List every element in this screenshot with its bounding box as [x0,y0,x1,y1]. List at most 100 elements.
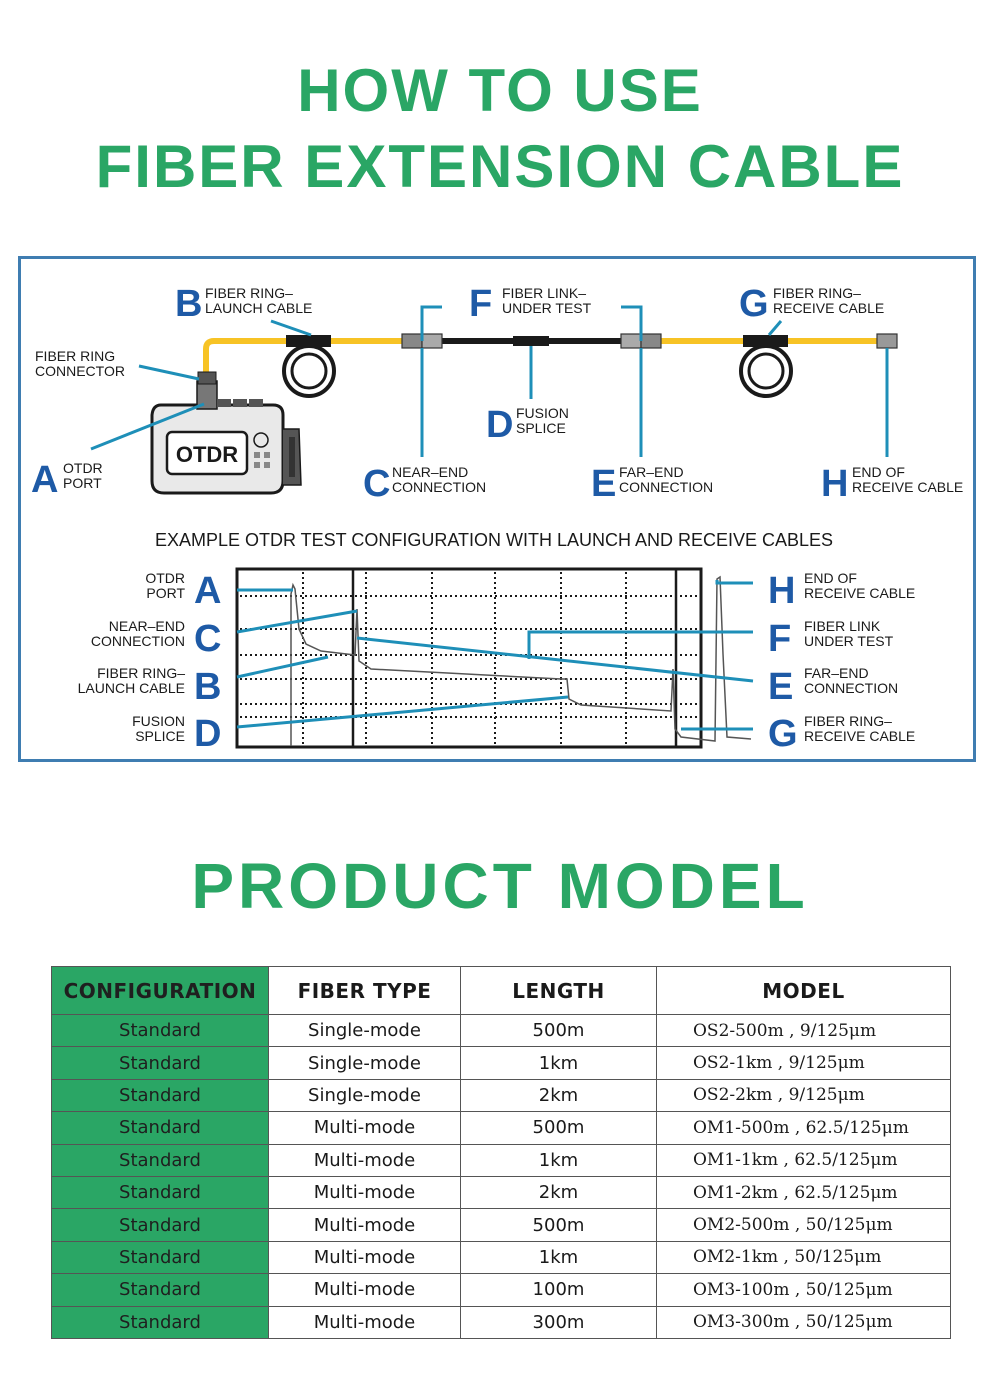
cell-fiber-type: Multi-mode [268,1143,461,1177]
title-line-1: HOW TO USE [297,57,703,124]
trace-a-letter: A [194,570,221,612]
cell-fiber-type: Single-mode [268,1078,461,1113]
cell-configuration: Standard [51,1013,269,1048]
receive-fiber-ring [739,335,793,398]
leader-lines [90,305,889,457]
trace-f-line-1: FIBER LINK [804,618,881,634]
label-c-line-2: CONNECTION [392,479,486,495]
cell-configuration: Standard [51,1111,269,1145]
header-model: MODEL [656,966,951,1015]
trace-g-line-2: RECEIVE CABLE [804,728,915,744]
header-length: LENGTH [460,966,657,1015]
label-g-letter: G [739,283,769,325]
otdr-diagram: OTDR FIBER RING CONNECTOR A [18,256,976,762]
fiber-ring-connector-label-2: CONNECTOR [35,363,125,379]
label-a-line-1: OTDR [63,460,103,476]
trace-c-line-1: NEAR–END [109,618,185,634]
label-e-line-1: FAR–END [619,464,684,480]
label-h-letter: H [821,463,848,505]
label-h-line-1: END OF [852,464,905,480]
cell-configuration: Standard [51,1143,269,1177]
trace-d-letter: D [194,713,221,755]
cell-configuration: Standard [51,1046,269,1080]
cell-model: OM1-500m , 62.5/125μm [656,1111,951,1145]
cell-fiber-type: Multi-mode [268,1273,461,1307]
otdr-diagram-canvas: OTDR FIBER RING CONNECTOR A [31,283,963,755]
trace-f-letter: F [768,618,791,660]
trace-h-line-1: END OF [804,570,857,586]
trace-c-line-2: CONNECTION [91,633,185,649]
cell-length: 1km [460,1046,657,1080]
label-b-line-1: FIBER RING– [205,285,293,301]
label-h-line-2: RECEIVE CABLE [852,479,963,495]
trace-g-line-1: FIBER RING– [804,713,892,729]
cell-fiber-type: Multi-mode [268,1240,461,1275]
label-f-line-2: UNDER TEST [502,300,592,316]
label-b-line-2: LAUNCH CABLE [205,300,312,316]
cell-model: OM1-2km , 62.5/125μm [656,1175,951,1210]
label-c-line-1: NEAR–END [392,464,468,480]
product-model-table: CONFIGURATION FIBER TYPE LENGTH MODEL St… [51,966,951,1339]
label-a-letter: A [31,459,58,501]
label-e-letter: E [591,463,616,505]
otdr-trace-screen [235,567,754,749]
otdr-device-icon: OTDR [150,371,302,495]
diagram-subtitle: EXAMPLE OTDR TEST CONFIGURATION WITH LAU… [155,530,833,550]
cell-configuration: Standard [51,1078,269,1113]
cell-length: 300m [460,1305,657,1339]
label-f-line-1: FIBER LINK– [502,285,586,301]
label-e-line-2: CONNECTION [619,479,713,495]
trace-e-line-1: FAR–END [804,665,869,681]
trace-c-letter: C [194,618,221,660]
cell-model: OS2-500m , 9/125μm [656,1013,951,1048]
cell-length: 2km [460,1078,657,1113]
cell-length: 2km [460,1175,657,1210]
trace-d-line-2: SPLICE [135,728,185,744]
header-fiber-type: FIBER TYPE [268,966,461,1015]
cell-fiber-type: Multi-mode [268,1305,461,1339]
cell-configuration: Standard [51,1273,269,1307]
receive-end-connector [876,333,898,349]
cell-model: OM3-300m , 50/125μm [656,1305,951,1339]
trace-f-line-2: UNDER TEST [804,633,894,649]
trace-d-line-1: FUSION [132,713,185,729]
cell-model: OM2-500m , 50/125μm [656,1208,951,1242]
label-d-line-1: FUSION [516,405,569,421]
label-g-line-1: FIBER RING– [773,285,861,301]
cell-fiber-type: Multi-mode [268,1175,461,1210]
cell-length: 1km [460,1240,657,1275]
cell-fiber-type: Single-mode [268,1046,461,1080]
cell-model: OS2-1km , 9/125μm [656,1046,951,1080]
cell-length: 1km [460,1143,657,1177]
trace-a-line-2: PORT [146,585,185,601]
trace-b-line-2: LAUNCH CABLE [78,680,185,696]
cell-length: 100m [460,1273,657,1307]
trace-b-letter: B [194,666,221,708]
label-d-letter: D [486,404,513,446]
launch-fiber-ring [282,335,336,398]
header-configuration: CONFIGURATION [51,966,269,1015]
far-end-connector [620,333,662,349]
fiber-ring-connector-label-1: FIBER RING [35,348,115,364]
title-line-2: FIBER EXTENSION CABLE [95,133,905,200]
table-header-row: CONFIGURATION FIBER TYPE LENGTH MODEL [51,966,951,1015]
cell-length: 500m [460,1111,657,1145]
trace-a-line-1: OTDR [145,570,185,586]
cell-configuration: Standard [51,1305,269,1339]
cell-model: OM3-100m , 50/125μm [656,1273,951,1307]
cell-model: OS2-2km , 9/125μm [656,1078,951,1113]
trace-e-letter: E [768,666,793,708]
cell-configuration: Standard [51,1240,269,1275]
trace-g-letter: G [768,713,798,755]
trace-b-line-1: FIBER RING– [97,665,185,681]
cell-model: OM1-1km , 62.5/125μm [656,1143,951,1177]
